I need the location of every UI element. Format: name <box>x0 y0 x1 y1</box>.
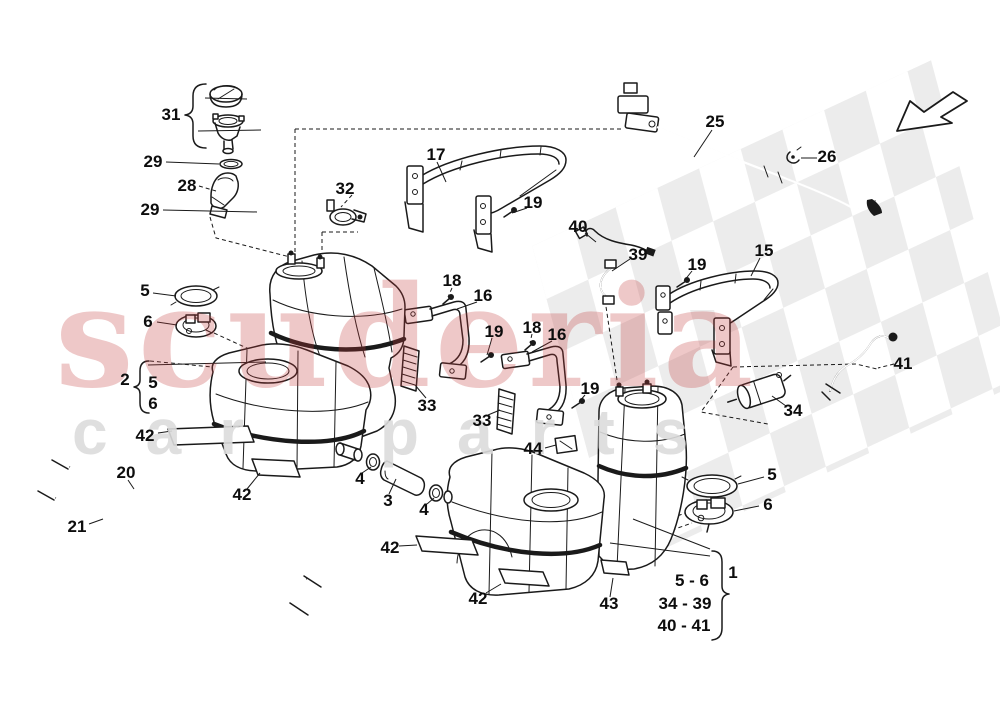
brace-2 <box>134 361 149 413</box>
callout-2[interactable]: 2 <box>120 370 130 389</box>
fuel-sender-6-left <box>176 313 216 337</box>
callout-40[interactable]: 40 <box>568 217 588 236</box>
callout-group-40-41[interactable]: 40 - 41 <box>657 616 711 635</box>
callout-43[interactable]: 43 <box>599 594 619 613</box>
callout-32[interactable]: 32 <box>335 179 355 198</box>
leader-lines <box>89 98 894 597</box>
callout-6-left[interactable]: 6 <box>143 312 153 331</box>
connector-tube-3 <box>381 461 425 495</box>
vent-hose-39 <box>600 260 616 304</box>
callout-5-right[interactable]: 5 <box>767 465 777 484</box>
sensor-wire-40 <box>576 227 656 257</box>
callout-19-strap15[interactable]: 19 <box>687 255 707 274</box>
callout-28[interactable]: 28 <box>177 176 197 195</box>
callout-group-5-6[interactable]: 5 - 6 <box>674 571 710 590</box>
filler-elbow-28 <box>211 173 238 208</box>
direction-arrow-icon <box>897 92 967 131</box>
mounting-pad-42-d <box>499 569 549 586</box>
callout-3[interactable]: 3 <box>383 491 393 510</box>
callout-15[interactable]: 15 <box>754 241 774 260</box>
buffer-pad-33-b <box>497 389 515 434</box>
fuel-line-20 <box>52 460 321 587</box>
callout-17[interactable]: 17 <box>426 145 446 164</box>
callout-group-34-39[interactable]: 34 - 39 <box>658 594 712 613</box>
mounting-pad-43 <box>601 560 629 575</box>
tank-strap-17 <box>405 146 566 252</box>
callout-19-strap16a[interactable]: 19 <box>484 322 504 341</box>
seal-ring-5-right <box>682 475 741 497</box>
callout-31[interactable]: 31 <box>161 105 181 124</box>
callout-6-right[interactable]: 6 <box>763 495 773 514</box>
brace-1 <box>712 551 729 640</box>
callout-29-lower[interactable]: 29 <box>140 200 160 219</box>
filler-flange <box>213 114 244 154</box>
hose-clamp-32 <box>327 200 366 225</box>
callout-6-group[interactable]: 6 <box>148 394 158 413</box>
bracket-44 <box>555 436 577 454</box>
vent-tube-29 <box>210 206 227 218</box>
bolt-18-b <box>525 340 536 350</box>
seal-ring-5-left <box>171 286 219 306</box>
callout-19-strap17[interactable]: 19 <box>523 193 543 212</box>
callout-16-b[interactable]: 16 <box>547 325 567 344</box>
left-fuel-tank <box>210 250 405 472</box>
callout-5-group[interactable]: 5 <box>148 373 158 392</box>
callout-34[interactable]: 34 <box>783 401 803 420</box>
fuel-filter-34 <box>724 370 796 414</box>
bolt-18-a <box>443 294 454 304</box>
callout-42-d[interactable]: 42 <box>468 589 488 608</box>
gasket-ring-29 <box>220 160 242 169</box>
clip-26 <box>787 147 801 163</box>
callout-19-tank[interactable]: 19 <box>580 379 600 398</box>
fuel-cap <box>210 86 242 108</box>
right-fuel-tank <box>444 379 686 596</box>
callout-44[interactable]: 44 <box>523 439 543 458</box>
bolt-19-d <box>572 398 585 408</box>
seal-4-b <box>430 485 443 501</box>
callout-18-a[interactable]: 18 <box>442 271 462 290</box>
callout-4-b[interactable]: 4 <box>419 500 429 519</box>
callout-1[interactable]: 1 <box>728 563 738 582</box>
bolt-19-b <box>481 352 494 362</box>
callout-21[interactable]: 21 <box>67 517 87 536</box>
breather-line-25 <box>618 83 882 216</box>
brace-31 <box>185 84 206 148</box>
fuel-hose-41 <box>822 332 898 401</box>
seal-4-a <box>367 454 380 470</box>
tank-strap-16-front <box>501 346 566 425</box>
buffer-pad-33-a <box>401 346 419 391</box>
callout-42-a[interactable]: 42 <box>135 426 155 445</box>
mounting-pad-42-a <box>168 426 254 445</box>
callout-25[interactable]: 25 <box>705 112 725 131</box>
callout-16-a[interactable]: 16 <box>473 286 493 305</box>
callout-18-b[interactable]: 18 <box>522 318 542 337</box>
fuel-line-21 <box>38 491 308 615</box>
fuel-pump-6-right <box>685 498 733 532</box>
callout-26[interactable]: 26 <box>817 147 837 166</box>
callout-29-top[interactable]: 29 <box>143 152 163 171</box>
callout-4-a[interactable]: 4 <box>355 469 365 488</box>
callout-33-b[interactable]: 33 <box>472 411 492 430</box>
tank-strap-15 <box>656 271 778 366</box>
mounting-pad-42-c <box>416 536 478 555</box>
mounting-pad-42-b <box>252 459 300 477</box>
callout-42-b[interactable]: 42 <box>232 485 252 504</box>
callout-5-left[interactable]: 5 <box>140 281 150 300</box>
callout-20[interactable]: 20 <box>116 463 136 482</box>
callout-41[interactable]: 41 <box>893 354 913 373</box>
tank-strap-16-rear <box>404 301 469 379</box>
callout-39[interactable]: 39 <box>628 245 648 264</box>
callout-42-c[interactable]: 42 <box>380 538 400 557</box>
callout-33-a[interactable]: 33 <box>417 396 437 415</box>
